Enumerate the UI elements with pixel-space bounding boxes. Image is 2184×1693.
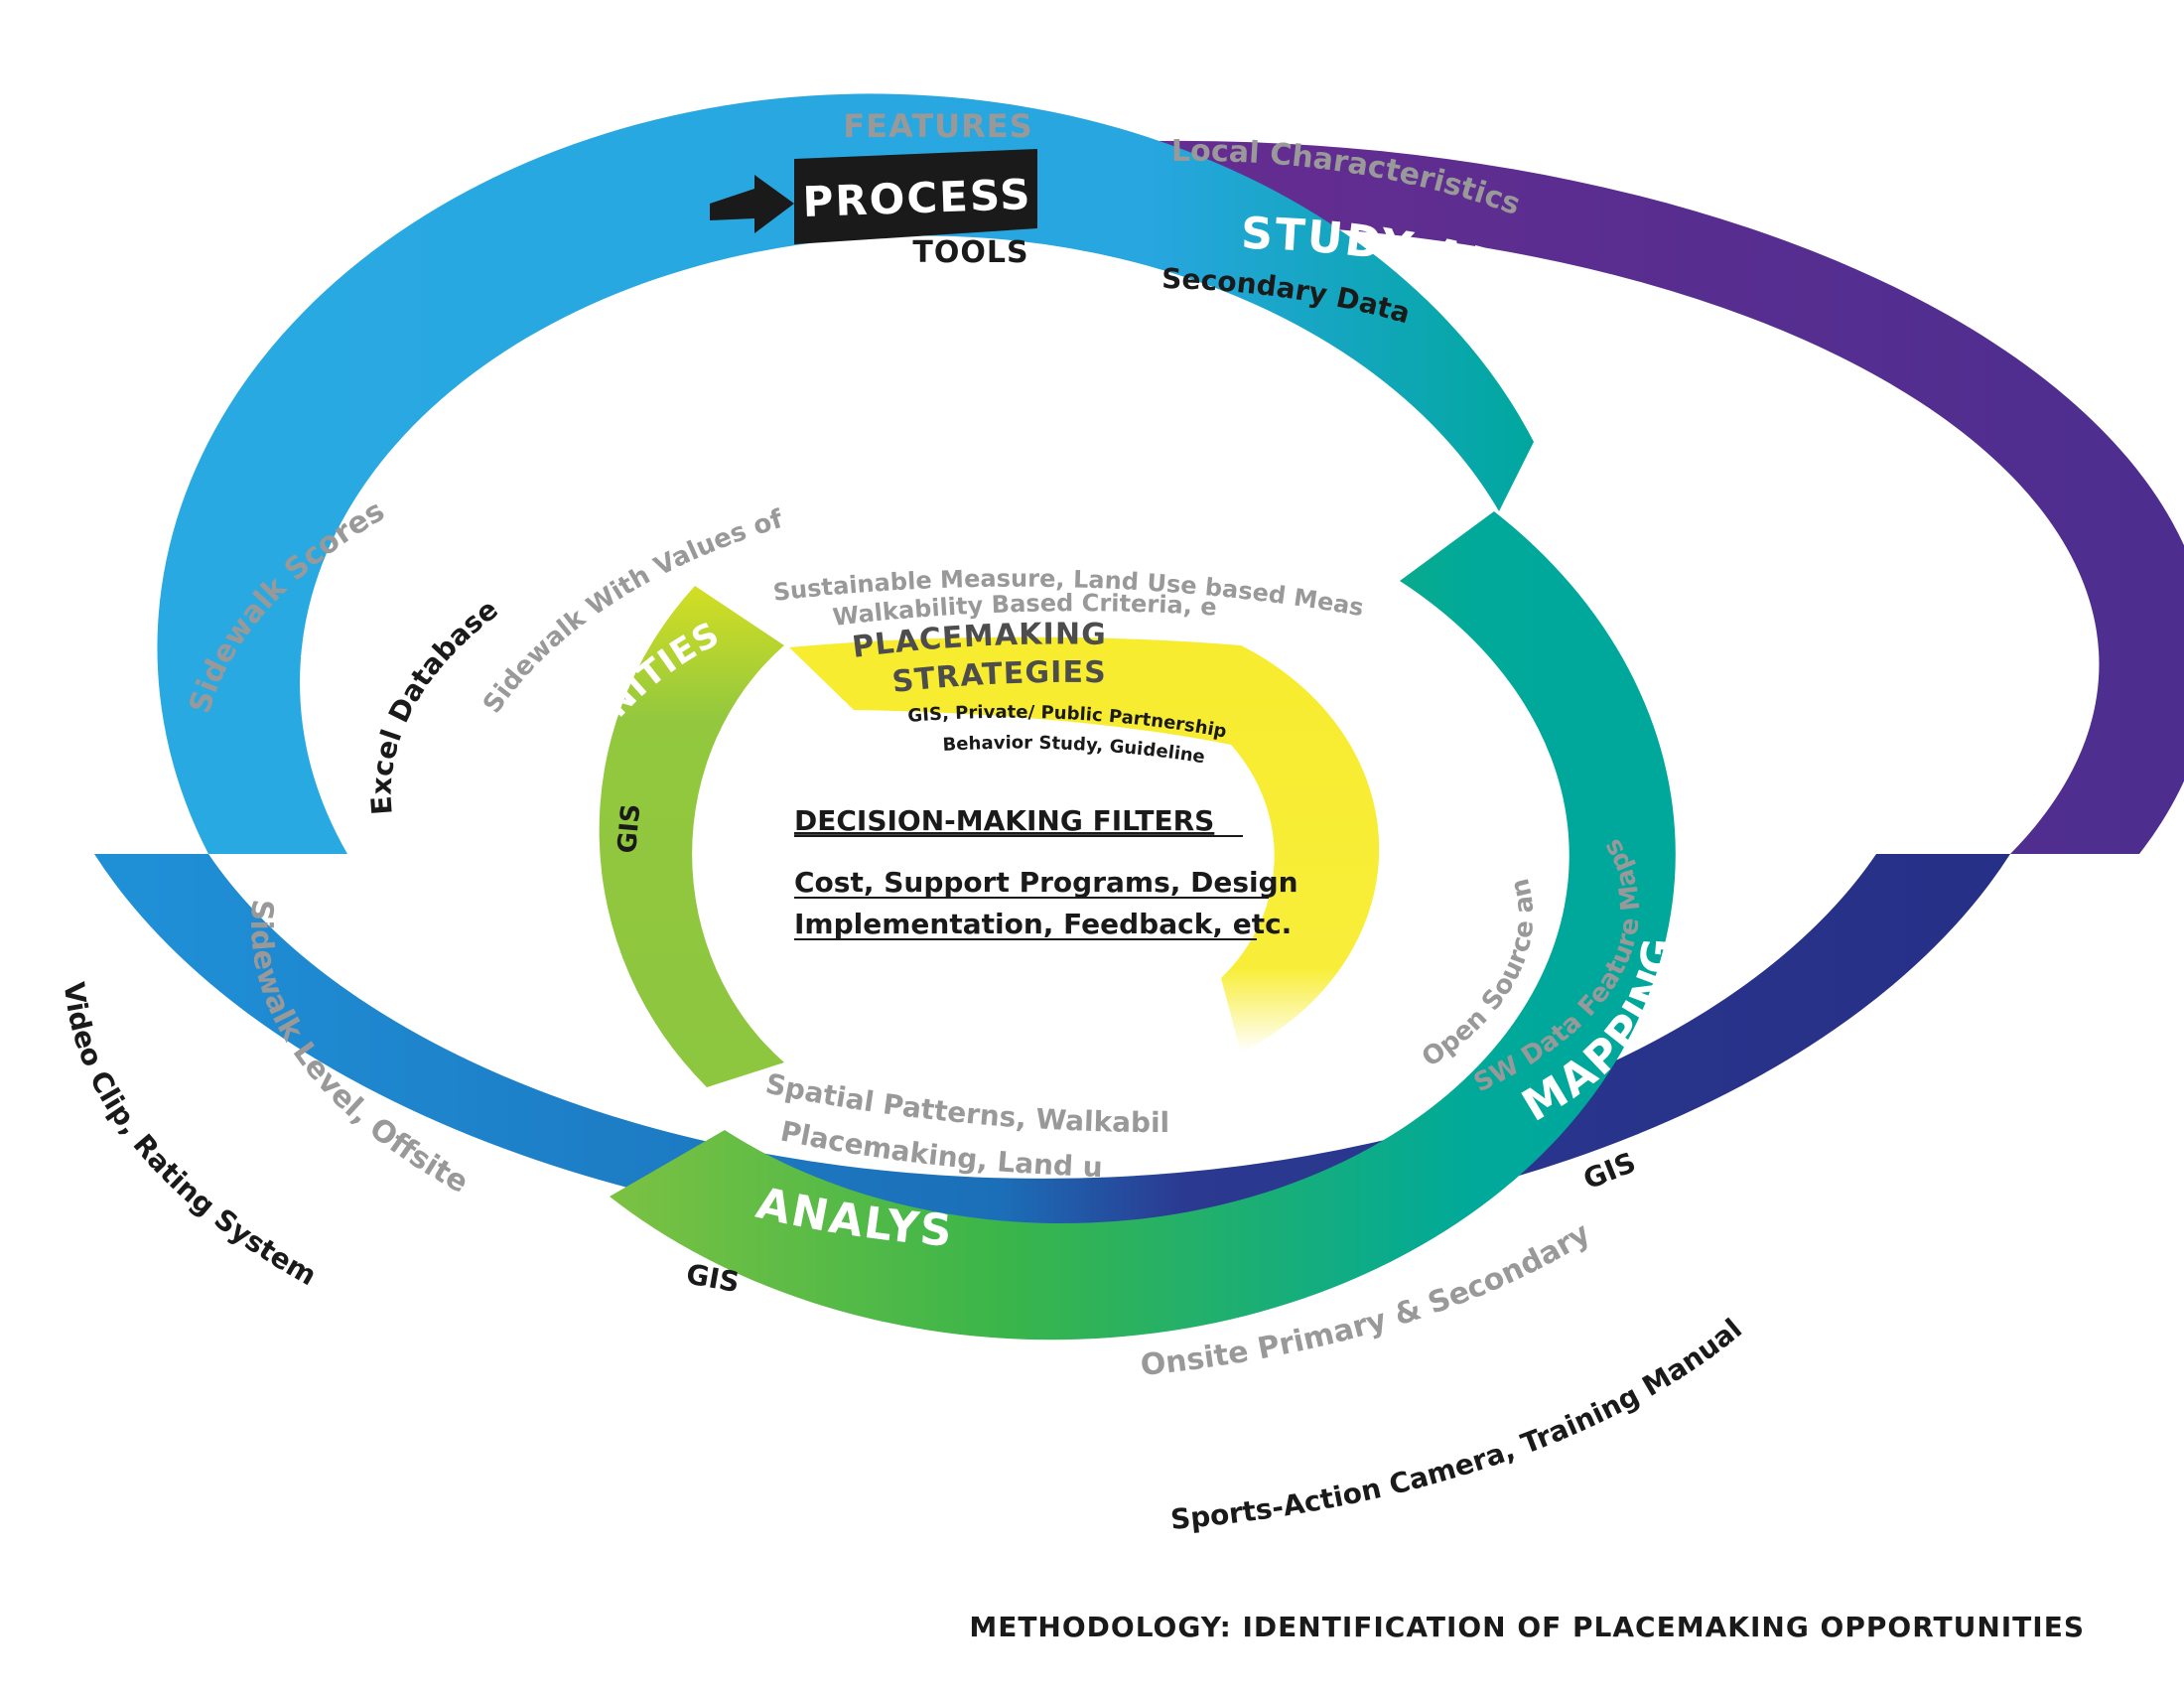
placemaking-opportunities-band [599,586,784,1087]
process-heading: PROCESS [802,170,1033,226]
process-arrow-icon [710,175,794,233]
diagram-caption: METHODOLOGY: IDENTIFICATION OF PLACEMAKI… [969,1611,2085,1643]
decision-filters-line2: Implementation, Feedback, etc. [794,908,1292,940]
placemaking-strategies-band [789,636,1380,1053]
mapping-tool: GIS [1578,1146,1640,1197]
features-heading: FEATURES [843,107,1032,145]
placemaking-opportunities-tool: GIS [613,802,646,854]
tools-heading: TOOLS [912,235,1028,270]
decision-filters-title: DECISION-MAKING FILTERS [794,804,1214,837]
data-entry-band [157,93,1535,855]
study-area-band [1049,140,2184,854]
process-heading-box [794,149,1037,244]
mapping-analysis-band [610,511,1676,1340]
decision-filters-line1: Cost, Support Programs, Design [794,866,1298,899]
